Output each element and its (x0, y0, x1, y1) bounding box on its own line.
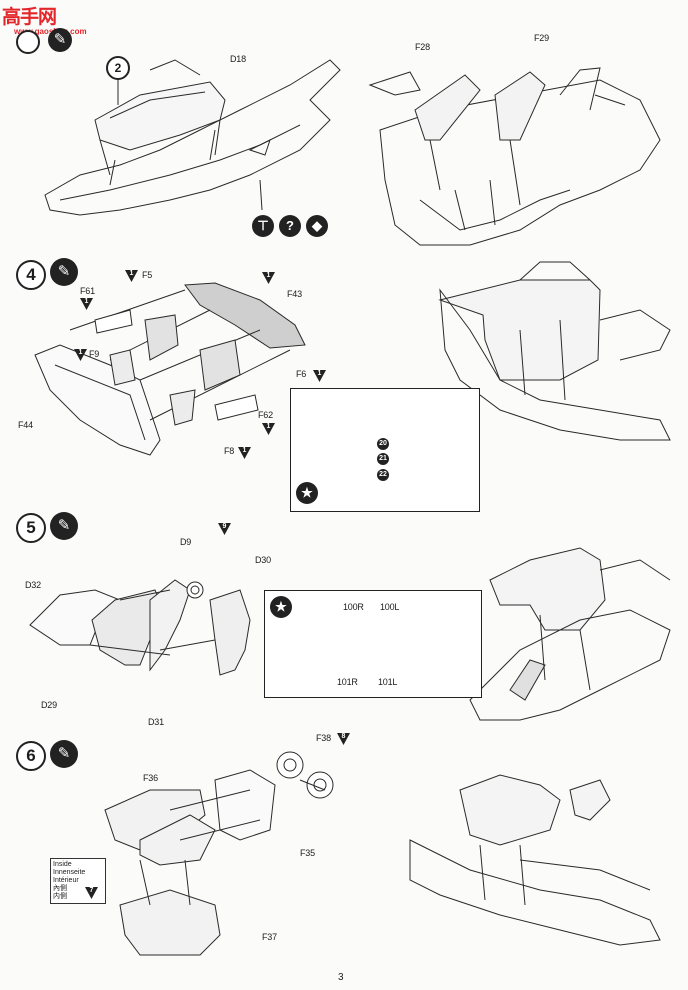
part-label: F9 (89, 349, 100, 359)
part-label: D32 (25, 580, 41, 590)
glue-icon: ✎ (50, 512, 78, 540)
step-number: 5 (16, 513, 46, 543)
part-label: F38 (316, 733, 331, 743)
part-label: F43 (287, 289, 302, 299)
part-label: F5 (142, 270, 153, 280)
glue-icon: ✎ (48, 28, 72, 52)
paint-note: Inside Innenseite Intérieur 內側 内側 (50, 858, 106, 904)
direction-icon: ◆ (306, 215, 328, 237)
part-label: F61 (80, 286, 95, 296)
part-label: D18 (230, 54, 246, 64)
star-icon: ★ (296, 482, 318, 504)
part-label: F8 (224, 446, 235, 456)
watermark-logo: 高手网 (2, 7, 57, 28)
part-label: F36 (143, 773, 158, 783)
decal-marker: 21 (377, 453, 389, 465)
part-label: D31 (148, 717, 164, 727)
part-label: 100L (380, 602, 400, 612)
step-number: 6 (16, 741, 46, 771)
part-label: F28 (415, 42, 430, 52)
step-number: 4 (16, 260, 46, 290)
part-label: F37 (262, 932, 277, 942)
question-icon: ? (279, 215, 301, 237)
part-label: F29 (534, 33, 549, 43)
part-label: 101L (378, 677, 398, 687)
glue-icon: ✎ (50, 740, 78, 768)
part-label: D29 (41, 700, 57, 710)
step-number-partial (16, 30, 40, 54)
detail-frame-step4 (290, 388, 480, 512)
part-label: F6 (296, 369, 307, 379)
glue-tube-icon: ⊤ (252, 215, 274, 237)
decal-marker: 20 (377, 438, 389, 450)
decal-marker: 22 (377, 469, 389, 481)
part-label: F44 (18, 420, 33, 430)
part-label: F62 (258, 410, 273, 420)
callout-number: 2 (106, 56, 130, 80)
star-icon: ★ (270, 596, 292, 618)
glue-icon: ✎ (50, 258, 78, 286)
detail-frame-step5 (264, 590, 482, 698)
part-label: D30 (255, 555, 271, 565)
part-label: 100R (343, 602, 364, 612)
part-label: D9 (180, 537, 192, 547)
page-number: 3 (338, 972, 344, 983)
part-label: F35 (300, 848, 315, 858)
part-label: 101R (337, 677, 358, 687)
